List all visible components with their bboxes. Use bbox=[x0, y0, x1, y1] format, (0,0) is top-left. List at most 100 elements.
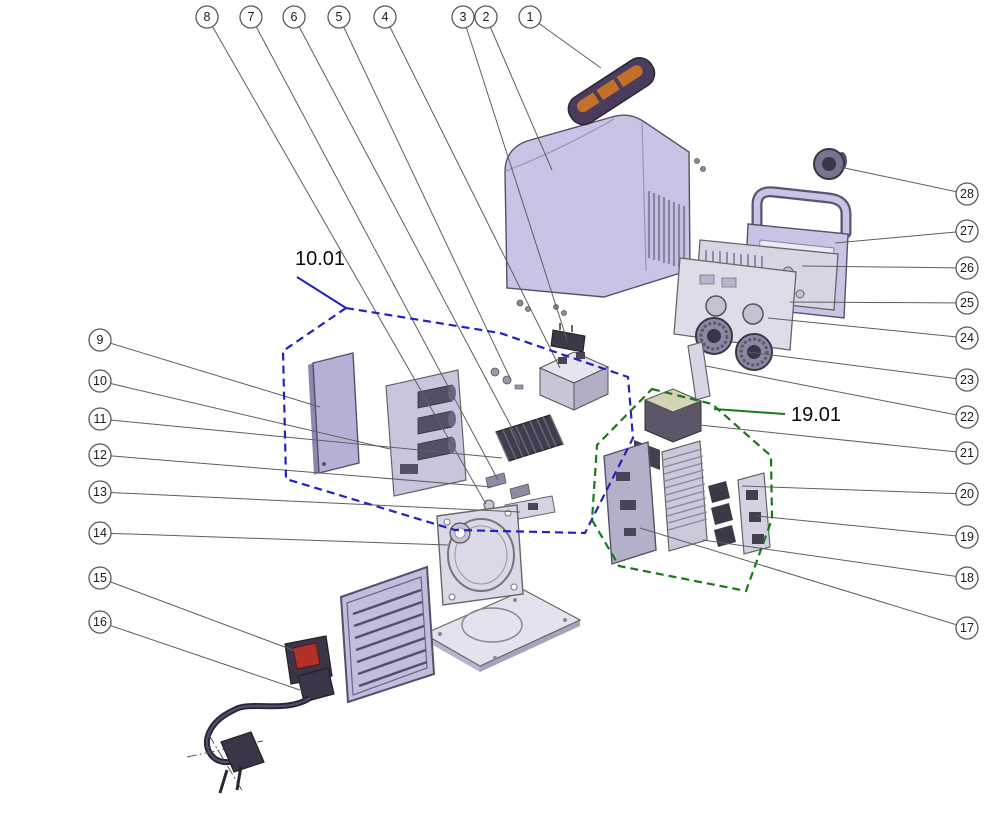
callout-number: 18 bbox=[960, 571, 974, 585]
leader-line-2 bbox=[485, 16, 553, 171]
part-5-fasteners bbox=[490, 367, 524, 390]
callout-number: 6 bbox=[291, 10, 298, 24]
base-plate-edge-left bbox=[424, 634, 480, 672]
pcb-chip-3 bbox=[624, 528, 636, 536]
callout-8: 8 bbox=[195, 5, 219, 29]
leader-line-1 bbox=[529, 16, 602, 69]
callout-circle bbox=[955, 219, 979, 243]
side-plate-screw bbox=[322, 462, 326, 466]
heatsink-fins bbox=[495, 414, 564, 462]
callout-circle bbox=[373, 5, 397, 29]
callout-7: 7 bbox=[239, 5, 263, 29]
callout-circle bbox=[955, 256, 979, 280]
leader-line-11 bbox=[99, 418, 503, 459]
transformer-side bbox=[573, 366, 609, 411]
group-leader bbox=[713, 408, 786, 415]
part-1-handle bbox=[567, 57, 656, 126]
housing-corner-edge bbox=[641, 121, 647, 272]
leader-line-3 bbox=[462, 16, 568, 341]
callout-24: 24 bbox=[955, 326, 979, 350]
callout-23: 23 bbox=[955, 368, 979, 392]
callout-circle bbox=[955, 566, 979, 590]
callout-20: 20 bbox=[955, 482, 979, 506]
callout-number: 22 bbox=[960, 410, 974, 424]
leader-line-17 bbox=[639, 527, 968, 629]
callout-number: 17 bbox=[960, 621, 974, 635]
callout-6: 6 bbox=[282, 5, 306, 29]
callout-number: 5 bbox=[336, 10, 343, 24]
spacer-1 bbox=[485, 472, 507, 489]
terminal-1 bbox=[708, 481, 730, 503]
callout-number: 23 bbox=[960, 373, 974, 387]
callout-number: 28 bbox=[960, 187, 974, 201]
front-panel-socket-2 bbox=[742, 303, 764, 325]
callout-19: 19 bbox=[955, 525, 979, 549]
callout-15: 15 bbox=[88, 566, 112, 590]
callout-circle bbox=[239, 5, 263, 29]
aux-board-chip-2 bbox=[749, 512, 761, 522]
callout-circle bbox=[955, 326, 979, 350]
callout-circle bbox=[88, 443, 112, 467]
front-panel-socket-1 bbox=[705, 295, 727, 317]
grille-inner-frame bbox=[346, 576, 428, 696]
grille-body bbox=[339, 565, 436, 704]
callout-2: 2 bbox=[474, 5, 498, 29]
leader-line-14 bbox=[99, 532, 449, 546]
callout-9: 9 bbox=[88, 328, 112, 352]
grille-slats bbox=[352, 588, 428, 688]
aux-board-chip-3 bbox=[752, 534, 764, 544]
leader-line-4 bbox=[384, 16, 561, 369]
callout-number: 26 bbox=[960, 261, 974, 275]
transformer-terminal-2 bbox=[576, 352, 585, 359]
leader-line-20 bbox=[741, 485, 968, 495]
callout-number: 24 bbox=[960, 331, 974, 345]
spacer-2 bbox=[509, 483, 531, 500]
part-28-knob bbox=[813, 148, 847, 180]
screw-f bbox=[700, 166, 706, 172]
fan-screw-4 bbox=[448, 593, 456, 601]
leader-line-6 bbox=[293, 16, 521, 444]
housing-vent-slots bbox=[647, 191, 686, 269]
knob-center bbox=[822, 157, 836, 171]
callout-circle bbox=[955, 182, 979, 206]
callout-circle bbox=[955, 525, 979, 549]
vent-panel-hole-2 bbox=[795, 289, 805, 299]
part-20-aux-board bbox=[737, 472, 771, 555]
callout-circle bbox=[195, 5, 219, 29]
group-label: 10.01 bbox=[295, 248, 345, 270]
base-plate-fan-hole bbox=[461, 607, 523, 643]
callout-21: 21 bbox=[955, 441, 979, 465]
leader-line-8 bbox=[206, 16, 487, 505]
front-panel-cutout-1 bbox=[699, 274, 715, 285]
callout-3: 3 bbox=[451, 5, 475, 29]
callout-number: 12 bbox=[93, 448, 107, 462]
finned-block-body bbox=[661, 440, 708, 552]
leader-line-9 bbox=[99, 339, 321, 408]
callout-number: 16 bbox=[93, 615, 107, 629]
coupler-1-ribs bbox=[699, 321, 729, 351]
leader-line-7 bbox=[250, 16, 499, 481]
part-22-bracket-strip bbox=[687, 341, 711, 401]
cord-cable-highlight bbox=[205, 697, 311, 764]
callout-circle bbox=[955, 405, 979, 429]
part-6-heatsink bbox=[495, 414, 564, 462]
callout-number: 1 bbox=[527, 10, 534, 24]
callout-circle bbox=[282, 5, 306, 29]
callout-circle bbox=[88, 610, 112, 634]
cord-inlet-block bbox=[297, 667, 335, 703]
part-19-terminal-connectors bbox=[708, 481, 736, 547]
callout-number: 27 bbox=[960, 224, 974, 238]
group-label: 19.01 bbox=[791, 404, 841, 426]
group-outline bbox=[590, 387, 774, 593]
callout-number: 3 bbox=[460, 10, 467, 24]
callout-circle bbox=[955, 616, 979, 640]
leader-line-16 bbox=[99, 621, 301, 691]
housing-body bbox=[504, 114, 691, 298]
callout-number: 2 bbox=[483, 10, 490, 24]
callout-number: 10 bbox=[93, 374, 107, 388]
leader-line-27 bbox=[834, 230, 968, 244]
callout-4: 4 bbox=[373, 5, 397, 29]
leader-line-19 bbox=[756, 515, 968, 538]
